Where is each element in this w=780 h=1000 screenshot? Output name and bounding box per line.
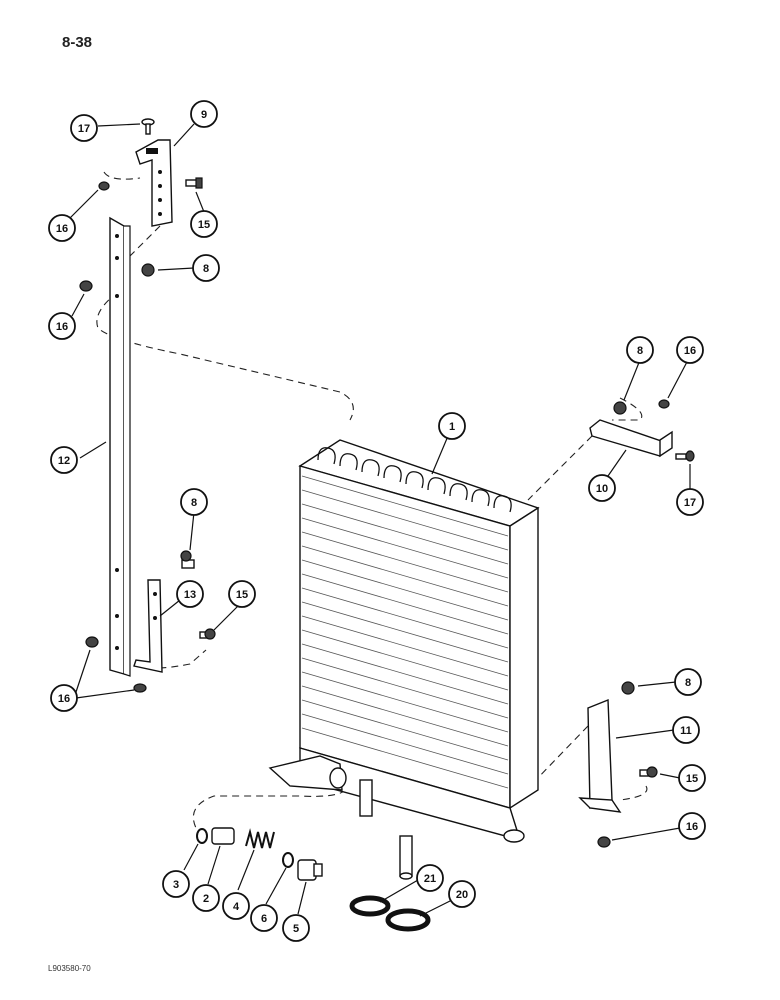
- callout-label: 1: [449, 421, 455, 433]
- callout-label: 20: [456, 889, 468, 901]
- lower-right-bracket: [578, 698, 622, 813]
- callout-label: 3: [173, 879, 179, 891]
- bolt-15-left: [199, 628, 216, 640]
- callout-label: 16: [56, 321, 68, 333]
- callout-label: 8: [637, 345, 643, 357]
- upper-mounting-bracket: [135, 139, 173, 227]
- callout-16-left: 16: [48, 312, 76, 340]
- bolt-8-upper: [141, 263, 155, 277]
- callout-15-right: 15: [678, 764, 706, 792]
- right-upper-bracket: [589, 419, 673, 458]
- callout-13: 13: [176, 580, 204, 608]
- callout-label: 15: [198, 219, 210, 231]
- callout-16-right-upper: 16: [676, 336, 704, 364]
- callout-3: 3: [162, 870, 190, 898]
- callout-15-top: 15: [190, 210, 218, 238]
- washer-6: [282, 852, 294, 868]
- callout-8-right-lower: 8: [674, 668, 702, 696]
- callout-8-left-lower: 8: [180, 488, 208, 516]
- callout-16-top: 16: [48, 214, 76, 242]
- bolt-15-top: [185, 177, 203, 189]
- callout-label: 5: [293, 923, 299, 935]
- valve-2: [211, 827, 235, 845]
- bolt-8-right-lower: [621, 681, 635, 695]
- callout-4: 4: [222, 892, 250, 920]
- radiator-core: [268, 439, 540, 880]
- callout-12: 12: [50, 446, 78, 474]
- long-support-bar: [109, 216, 131, 677]
- callout-label: 8: [203, 263, 209, 275]
- o-ring-3: [196, 828, 208, 844]
- callout-label: 12: [58, 455, 70, 467]
- callout-8-right-upper: 8: [626, 336, 654, 364]
- callout-label: 11: [680, 725, 692, 737]
- callout-label: 15: [236, 589, 248, 601]
- seal-20: [385, 908, 431, 932]
- screw-17-top: [141, 118, 155, 135]
- callout-6: 6: [250, 904, 278, 932]
- callout-label: 16: [684, 345, 696, 357]
- spring-4: [245, 828, 275, 849]
- callout-16-right-lower: 16: [678, 812, 706, 840]
- callout-11: 11: [672, 716, 700, 744]
- bolt-15-right: [639, 766, 658, 778]
- callout-label: 10: [596, 483, 608, 495]
- bolt-8-left-lower: [180, 550, 195, 569]
- callout-label: 4: [233, 901, 240, 913]
- callout-17-top: 17: [70, 114, 98, 142]
- callout-label: 8: [191, 497, 197, 509]
- leader-lines: [69, 123, 691, 917]
- callout-label: 13: [184, 589, 196, 601]
- nut-16-bracket: [133, 683, 147, 693]
- callout-label: 9: [201, 109, 207, 121]
- callout-16-left-lower: 16: [50, 684, 78, 712]
- nut-16-left-lower: [85, 636, 99, 648]
- nut-16-right-upper: [658, 399, 670, 409]
- callout-8-upper: 8: [192, 254, 220, 282]
- callout-label: 2: [203, 893, 209, 905]
- bolt-8-right-upper: [613, 401, 627, 415]
- callout-label: 16: [56, 223, 68, 235]
- screw-17-right: [675, 450, 695, 462]
- nut-16-right-lower: [597, 836, 611, 848]
- nut-16-top: [98, 181, 110, 191]
- callout-label: 15: [686, 773, 698, 785]
- callout-20: 20: [448, 880, 476, 908]
- callout-label: 6: [261, 913, 267, 925]
- callout-2: 2: [192, 884, 220, 912]
- callout-21: 21: [416, 864, 444, 892]
- nut-16-left-upper: [79, 280, 93, 292]
- callout-label: 17: [684, 497, 696, 509]
- drawing-code: L903580-70: [48, 964, 91, 973]
- callout-5: 5: [282, 914, 310, 942]
- callout-10: 10: [588, 474, 616, 502]
- page-number: 8-38: [62, 34, 93, 51]
- callout-17-right: 17: [676, 488, 704, 516]
- callout-label: 16: [58, 693, 70, 705]
- callout-9: 9: [190, 100, 218, 128]
- callout-label: 17: [78, 123, 90, 135]
- callout-label: 8: [685, 677, 691, 689]
- callout-1: 1: [438, 412, 466, 440]
- callout-label: 21: [424, 873, 436, 885]
- callout-label: 16: [686, 821, 698, 833]
- plug-5: [297, 859, 323, 881]
- callout-15-left: 15: [228, 580, 256, 608]
- lower-left-bracket: [133, 579, 163, 673]
- seal-21: [349, 895, 391, 917]
